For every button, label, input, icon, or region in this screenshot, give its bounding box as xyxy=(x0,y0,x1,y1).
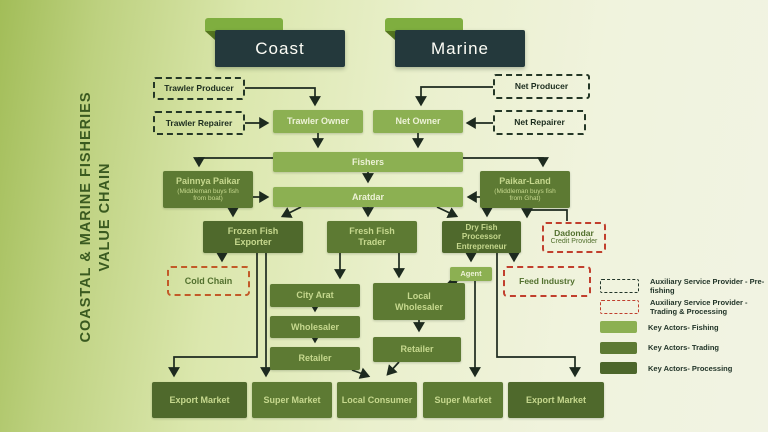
legend-swatch-dashed-dark xyxy=(600,279,639,293)
node-net-producer: Net Producer xyxy=(493,74,590,99)
arrow-retailer-to-local-consumer xyxy=(351,367,371,379)
paikar-land-subtitle: (Middleman buys fish from Ghat) xyxy=(494,187,556,203)
page-title-line1: COASTAL & MARINE FISHERIES xyxy=(78,91,95,343)
arrow-aratdar-to-frozen-fish xyxy=(280,206,302,218)
legend-swatch-dashed-red xyxy=(600,299,639,314)
arrow-trawler-producer-to-trawler-owner xyxy=(245,87,321,107)
arrow-net-producer-to-net-owner xyxy=(415,86,493,107)
paikar-land-title: Paikar-Land xyxy=(499,176,551,187)
arrow-fishers-to-paikar-land xyxy=(463,157,549,168)
node-retailer-local: Retailer xyxy=(373,337,461,362)
node-paikar-land: Paikar-Land (Middleman buys fish from Gh… xyxy=(480,171,570,208)
coast-header-fold xyxy=(205,31,215,40)
page-title: COASTAL & MARINE FISHERIES VALUE CHAIN xyxy=(76,88,116,346)
node-trawler-producer: Trawler Producer xyxy=(153,77,245,100)
legend-swatch-medium-green xyxy=(600,341,637,354)
node-export-market-left: Export Market xyxy=(152,382,247,418)
legend: Auxiliary Service Provider - Pre-fishing… xyxy=(600,277,768,376)
node-dry-fish-processor: Dry Fish Processor Entrepreneur xyxy=(442,221,521,253)
node-super-market-right: Super Market xyxy=(423,382,503,418)
arrow-aratdar-to-dry-fish xyxy=(436,206,459,219)
legend-label: Key Actors- Processing xyxy=(648,363,733,373)
legend-item-key-processing: Key Actors- Processing xyxy=(600,360,768,376)
node-retailer-city: Retailer xyxy=(270,347,360,370)
legend-item-key-fishing: Key Actors- Fishing xyxy=(600,319,768,335)
legend-item-key-trading: Key Actors- Trading xyxy=(600,340,768,356)
marine-header: Marine xyxy=(395,30,525,67)
legend-item-aux-trading: Auxiliary Service Provider -Trading & Pr… xyxy=(600,297,768,316)
node-trawler-repairer: Trawler Repairer xyxy=(153,111,245,135)
legend-swatch-dark-green xyxy=(600,362,637,374)
node-trawler-owner: Trawler Owner xyxy=(273,110,363,133)
node-aratdar: Aratdar xyxy=(273,187,463,207)
legend-swatch-light-green xyxy=(600,321,637,333)
painnya-paikar-title: Painnya Paikar xyxy=(175,176,241,187)
node-fishers: Fishers xyxy=(273,152,463,172)
node-net-repairer: Net Repairer xyxy=(493,110,586,135)
marine-header-fold xyxy=(385,31,395,40)
legend-label: Key Actors- Trading xyxy=(648,343,719,352)
node-net-owner: Net Owner xyxy=(373,110,463,133)
coast-header: Coast xyxy=(215,30,345,67)
node-local-consumer: Local Consumer xyxy=(337,382,417,418)
node-city-arat: City Arat xyxy=(270,284,360,307)
arrow-retailer2-to-local-consumer xyxy=(386,361,400,376)
node-dadondar: Dadondar Credit Provider xyxy=(542,222,606,253)
node-export-market-right: Export Market xyxy=(508,382,604,418)
legend-item-aux-prefishing: Auxiliary Service Provider - Pre-fishing xyxy=(600,277,768,295)
dadondar-title: Dadondar xyxy=(554,228,594,239)
marine-header-tab xyxy=(385,18,463,31)
legend-label: Auxiliary Service Provider -Trading & Pr… xyxy=(650,297,748,316)
node-feed-industry: Feed Industry xyxy=(503,266,591,297)
page-title-line2: VALUE CHAIN xyxy=(97,162,113,272)
legend-label: Auxiliary Service Provider - Pre-fishing xyxy=(650,277,765,295)
legend-label: Key Actors- Fishing xyxy=(648,322,719,332)
node-cold-chain: Cold Chain xyxy=(167,266,250,296)
node-frozen-fish-exporter: Frozen Fish Exporter xyxy=(203,221,303,253)
node-local-wholesaler: Local Wholesaler xyxy=(373,283,465,320)
node-agent: Agent xyxy=(450,267,492,281)
dadondar-subtitle: Credit Provider xyxy=(550,238,598,246)
coast-header-tab xyxy=(205,18,283,31)
node-fresh-fish-trader: Fresh Fish Trader xyxy=(327,221,417,253)
painnya-paikar-subtitle: (Middleman buys fish from boat) xyxy=(177,187,239,203)
arrow-fishers-to-painnya-paikar xyxy=(193,157,273,168)
node-super-market-left: Super Market xyxy=(252,382,332,418)
node-painnya-paikar: Painnya Paikar (Middleman buys fish from… xyxy=(163,171,253,208)
node-wholesaler: Wholesaler xyxy=(270,316,360,338)
arrow-dadondar-to-dry-fish xyxy=(521,208,568,221)
